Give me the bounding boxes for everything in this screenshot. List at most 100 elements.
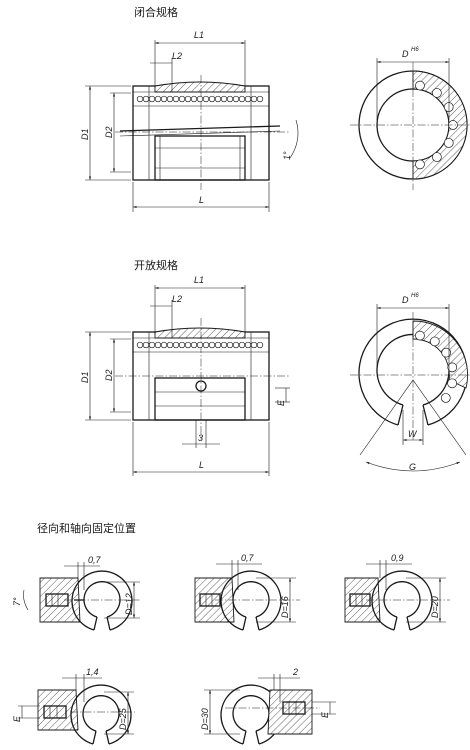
ball bbox=[184, 95, 192, 103]
ball bbox=[136, 95, 144, 103]
fix4-left-dim: E bbox=[12, 715, 22, 722]
fix3-side-dim: D=20 bbox=[430, 596, 440, 618]
ball bbox=[178, 341, 186, 349]
fixing-view-4: 1,4 D=25 E bbox=[12, 667, 135, 745]
ball bbox=[250, 341, 258, 349]
ball bbox=[447, 362, 458, 373]
fix3-top-dim: 0,9 bbox=[391, 553, 404, 563]
ball bbox=[160, 341, 168, 349]
fix4-top-dim: 1,4 bbox=[86, 667, 99, 677]
fix2-top-dim: 0,7 bbox=[241, 553, 255, 563]
dim-D-closed: D bbox=[402, 49, 409, 59]
ball bbox=[148, 95, 156, 103]
closed-side-view: L1 L2 L D1 D2 1° bbox=[80, 30, 299, 212]
ball bbox=[208, 95, 216, 103]
dim-L2-open: L2 bbox=[172, 294, 182, 304]
ball bbox=[196, 95, 204, 103]
ball bbox=[172, 95, 180, 103]
ball bbox=[432, 88, 442, 98]
dim-angle-closed: 1° bbox=[282, 151, 292, 160]
ball bbox=[142, 341, 150, 349]
ball bbox=[238, 341, 246, 349]
ball bbox=[208, 341, 216, 349]
ball bbox=[250, 95, 258, 103]
ball bbox=[244, 341, 252, 349]
dim-D1: D1 bbox=[80, 128, 90, 140]
ball bbox=[160, 95, 168, 103]
ball bbox=[214, 341, 222, 349]
ball bbox=[429, 336, 440, 347]
ball bbox=[415, 80, 425, 91]
fix4-side-dim: D=25 bbox=[118, 707, 128, 730]
ball bbox=[178, 95, 186, 103]
ball bbox=[441, 347, 452, 358]
ball bbox=[220, 95, 228, 103]
fix1-side-dim: D=12 bbox=[124, 593, 134, 615]
dim-L-open: L bbox=[199, 460, 204, 470]
open-side-view: L1 L2 L D1 D2 3 E bbox=[80, 275, 290, 476]
fixing-view-3: 0,9 D=20 bbox=[344, 553, 450, 631]
fix1-top-dim: 0,7 bbox=[88, 555, 102, 565]
ball bbox=[196, 341, 204, 349]
dim-L1-open: L1 bbox=[194, 275, 204, 285]
ball bbox=[232, 341, 240, 349]
ball bbox=[415, 159, 425, 170]
dim-L1: L1 bbox=[194, 30, 204, 40]
title-closed: 闭合规格 bbox=[134, 5, 178, 19]
dim-D2: D2 bbox=[104, 126, 114, 138]
dim-D1-open: D1 bbox=[80, 371, 90, 383]
dim-W: W bbox=[408, 429, 418, 439]
ball bbox=[184, 341, 192, 349]
ball bbox=[256, 341, 264, 349]
fix5-top-dim: 2 bbox=[292, 667, 298, 677]
ball bbox=[142, 95, 150, 103]
closed-end-view: D H6 bbox=[350, 47, 470, 190]
ball bbox=[190, 341, 198, 349]
fixing-view-2: 0,7 D=16 bbox=[194, 553, 300, 631]
title-open: 开放规格 bbox=[134, 258, 178, 272]
ball bbox=[226, 95, 234, 103]
ball bbox=[432, 152, 442, 162]
fixing-view-1: 0,7 D=12 7° bbox=[12, 555, 140, 631]
dim-3: 3 bbox=[198, 433, 203, 443]
closed-ball-row bbox=[136, 95, 264, 103]
open-ring-balls bbox=[415, 330, 458, 403]
fix5-left-dim: D=30 bbox=[200, 708, 210, 730]
open-ball-row bbox=[136, 341, 264, 349]
ball bbox=[226, 341, 234, 349]
ball bbox=[220, 341, 228, 349]
dim-H6-closed: H6 bbox=[411, 47, 419, 53]
ball bbox=[214, 95, 222, 103]
ball bbox=[136, 341, 144, 349]
ball bbox=[443, 138, 454, 148]
ball bbox=[166, 341, 174, 349]
ball bbox=[447, 378, 457, 389]
ball bbox=[172, 341, 180, 349]
ball bbox=[256, 95, 264, 103]
dim-D2-open: D2 bbox=[104, 369, 114, 381]
ball bbox=[238, 95, 246, 103]
ball bbox=[440, 393, 451, 403]
title-fixing: 径向和轴向固定位置 bbox=[37, 521, 136, 535]
ball bbox=[202, 95, 210, 103]
ball bbox=[190, 95, 198, 103]
ball bbox=[154, 341, 162, 349]
dim-H6-open: H6 bbox=[411, 293, 419, 299]
ball bbox=[232, 95, 240, 103]
dim-L2: L2 bbox=[172, 51, 182, 61]
dim-D-open: D bbox=[402, 295, 409, 305]
dim-E-open: E bbox=[276, 399, 286, 406]
ball bbox=[154, 95, 162, 103]
ball bbox=[202, 341, 210, 349]
fixing-view-5: 2 E D=30 bbox=[200, 667, 336, 745]
fix1-angle: 7° bbox=[12, 597, 22, 606]
fix2-side-dim: D=16 bbox=[280, 596, 290, 618]
dim-G: G bbox=[409, 462, 416, 472]
open-end-view: D H6 W G bbox=[350, 293, 470, 472]
ball bbox=[415, 330, 425, 341]
ball bbox=[148, 341, 156, 349]
ball bbox=[244, 95, 252, 103]
ball bbox=[166, 95, 174, 103]
dim-L: L bbox=[199, 195, 204, 205]
